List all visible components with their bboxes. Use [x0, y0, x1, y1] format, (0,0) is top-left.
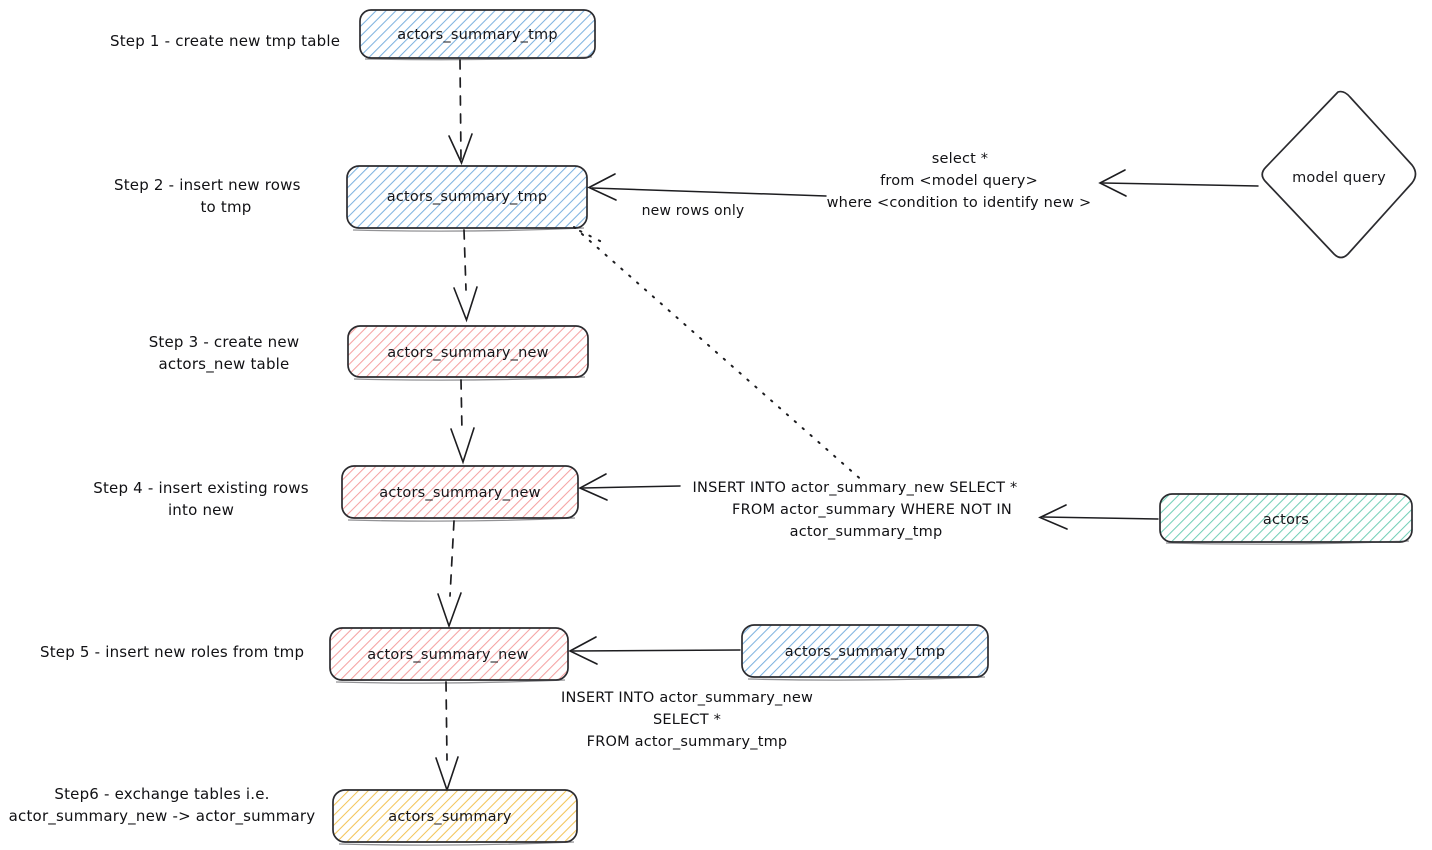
node-actors[interactable]: actors — [1159, 493, 1413, 545]
edge-step4-to-step5 — [437, 520, 462, 629]
edge-step3-to-step4 — [450, 379, 475, 465]
step-5-label: Step 5 - insert new roles from tmp — [40, 643, 304, 661]
edge-step4-to-step5-line — [449, 520, 455, 597]
step5-sql-line1: INSERT INTO actor_summary_new — [561, 690, 813, 706]
node-tmp1[interactable]: actors_summary_tmp — [359, 9, 596, 61]
node-actors-label: actors — [1263, 512, 1309, 528]
edge-modelquery-to-sql-line — [1102, 182, 1259, 187]
node-model-query-shape — [1261, 90, 1417, 259]
edge-query-to-tmp2-line — [591, 187, 827, 197]
node-new3-label: actors_summary_new — [387, 345, 548, 361]
step4-sql-annotation: INSERT INTO actor_summary_new SELECT * F… — [693, 480, 1018, 540]
node-tmp5-shadow — [747, 676, 986, 681]
step-2-label-line2: to tmp — [200, 198, 251, 216]
step-3-label-line2: actors_new table — [159, 355, 290, 374]
edge-step4sql-to-new4 — [578, 473, 681, 501]
edge-step4sql-to-new4-arrowhead — [578, 473, 608, 501]
model-query-sql-line2: from <model query> — [880, 173, 1038, 189]
edge-modelquery-to-sql-arrowhead — [1098, 169, 1127, 197]
node-model-query-label: model query — [1292, 170, 1386, 186]
node-new3-shadow — [353, 376, 586, 381]
node-new4-shadow — [347, 517, 576, 522]
edge-step4-to-step5-arrowhead — [437, 592, 462, 629]
node-new4-label: actors_summary_new — [379, 485, 540, 501]
node-summary6[interactable]: actors_summary — [332, 789, 578, 846]
node-summary6-label: actors_summary — [388, 809, 512, 825]
edge-step5-to-step6-arrowhead — [435, 756, 459, 793]
edge-tmp5-to-new5-arrowhead — [568, 636, 598, 665]
step5-sql-line2: SELECT * — [653, 712, 721, 728]
node-tmp2[interactable]: actors_summary_tmp — [346, 165, 588, 232]
node-new5-label: actors_summary_new — [367, 647, 528, 663]
node-tmp2-shadow — [352, 227, 585, 232]
edge-step1-to-step2-arrowhead — [448, 133, 473, 166]
node-actors-shape — [1159, 493, 1413, 543]
edge-actors-to-step4sql — [1038, 504, 1159, 530]
node-summary6-shadow — [338, 841, 575, 846]
edge-tmp2-dotted-spur — [579, 230, 605, 244]
edge-step2-to-step3-line — [463, 229, 467, 291]
step-4-group: Step 4 - insert existing rows into new a… — [93, 465, 579, 522]
node-new3-shape — [347, 325, 589, 378]
model-query-sql-line1: select * — [932, 151, 989, 167]
node-tmp1-label: actors_summary_tmp — [397, 27, 557, 43]
edge-label-new-rows-only: new rows only — [642, 203, 745, 219]
edge-modelquery-to-sql — [1098, 169, 1259, 197]
node-new3[interactable]: actors_summary_new — [347, 325, 589, 381]
step5-sql-line3: FROM actor_summary_tmp — [587, 734, 788, 750]
step-5-group: Step 5 - insert new roles from tmp actor… — [40, 627, 569, 684]
model-query-sql-annotation: select * from <model query> where <condi… — [827, 151, 1092, 211]
step-3-group: Step 3 - create new actors_new table act… — [149, 325, 589, 381]
step5-sql-annotation: INSERT INTO actor_summary_new SELECT * F… — [561, 690, 813, 750]
edge-actors-to-step4sql-arrowhead — [1038, 504, 1068, 530]
edge-actors-to-step4sql-line — [1042, 516, 1159, 520]
edge-step4sql-to-new4-line — [582, 485, 681, 489]
step4-sql-line1: INSERT INTO actor_summary_new SELECT * — [693, 480, 1018, 496]
step-1-group: Step 1 - create new tmp table actors_sum… — [110, 9, 596, 61]
edge-query-to-tmp2-arrowhead — [587, 173, 617, 201]
node-summary6-shape — [332, 789, 578, 843]
node-tmp5[interactable]: actors_summary_tmp — [741, 624, 989, 681]
edge-step3-to-step4-arrowhead — [450, 427, 475, 465]
step-6-label-line1: Step6 - exchange tables i.e. — [54, 785, 269, 803]
step4-sql-line2: FROM actor_summary WHERE NOT IN — [732, 502, 1012, 518]
node-tmp1-shape — [359, 9, 596, 59]
edge-step2-to-step3-arrowhead — [453, 286, 478, 323]
edge-step5-to-step6-line — [445, 681, 448, 761]
step-4-label-line2: into new — [168, 501, 234, 519]
edge-tmp2-dotted-to-step4-sql — [573, 226, 866, 484]
node-tmp1-shadow — [364, 56, 593, 61]
step-2-group: Step 2 - insert new rows to tmp actors_s… — [114, 165, 588, 232]
edge-tmp5-to-new5-line — [572, 649, 741, 652]
node-tmp2-label: actors_summary_tmp — [387, 189, 547, 205]
edge-step1-to-step2-line — [459, 59, 462, 161]
node-new5[interactable]: actors_summary_new — [329, 627, 569, 684]
node-new5-shape — [329, 627, 569, 681]
node-new4-shape — [341, 465, 579, 519]
step-6-label-line2: actor_summary_new -> actor_summary — [9, 807, 316, 826]
model-query-sql-line3: where <condition to identify new > — [827, 195, 1092, 211]
edge-tmp2-dotted-line — [573, 226, 866, 484]
node-tmp2-shape — [346, 165, 588, 229]
node-model-query[interactable]: model query — [1261, 90, 1417, 259]
node-actors-shadow — [1165, 540, 1410, 545]
step4-sql-line3: actor_summary_tmp — [790, 524, 943, 540]
step-3-label-line1: Step 3 - create new — [149, 333, 300, 351]
step-1-label: Step 1 - create new tmp table — [110, 32, 340, 50]
step-6-group: Step6 - exchange tables i.e. actor_summa… — [9, 785, 578, 846]
node-tmp5-shape — [741, 624, 989, 678]
node-tmp5-label: actors_summary_tmp — [785, 644, 945, 660]
edge-tmp5-to-new5 — [568, 636, 741, 665]
step-4-label-line1: Step 4 - insert existing rows — [93, 479, 309, 497]
step-2-label-line1: Step 2 - insert new rows — [114, 176, 301, 194]
edge-query-to-tmp2: new rows only — [587, 173, 827, 219]
node-new5-shadow — [335, 679, 566, 684]
node-new4[interactable]: actors_summary_new — [341, 465, 579, 522]
edge-step3-to-step4-line — [460, 379, 463, 433]
edge-step5-to-step6 — [435, 681, 459, 793]
edge-step2-to-step3 — [453, 229, 478, 323]
edge-step1-to-step2 — [448, 59, 473, 166]
